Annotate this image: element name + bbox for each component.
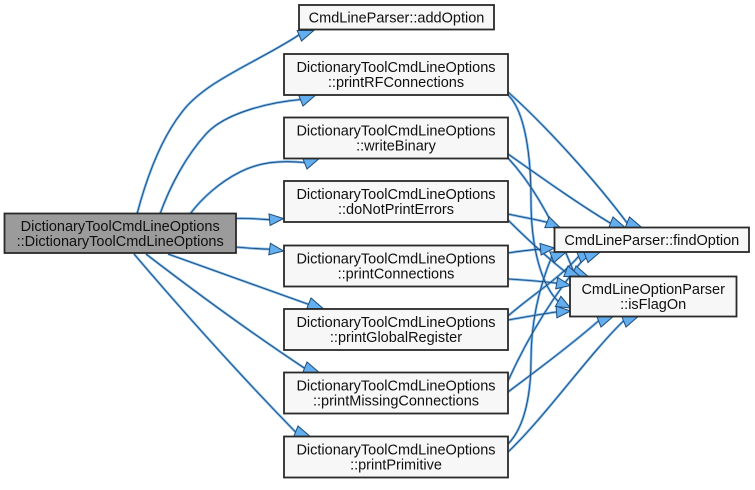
svg-text:DictionaryToolCmdLineOptions: DictionaryToolCmdLineOptions <box>296 315 495 331</box>
svg-text:::printConnections: ::printConnections <box>338 267 455 283</box>
svg-text:DictionaryToolCmdLineOptions: DictionaryToolCmdLineOptions <box>21 219 220 235</box>
svg-text:::doNotPrintErrors: ::doNotPrintErrors <box>338 202 454 218</box>
svg-text:::DictionaryToolCmdLineOptions: ::DictionaryToolCmdLineOptions <box>17 234 224 250</box>
svg-text:::printPrimitive: ::printPrimitive <box>350 458 442 474</box>
svg-text:DictionaryToolCmdLineOptions: DictionaryToolCmdLineOptions <box>296 60 495 76</box>
svg-text:CmdLineParser::findOption: CmdLineParser::findOption <box>564 233 739 249</box>
svg-text:DictionaryToolCmdLineOptions: DictionaryToolCmdLineOptions <box>296 252 495 268</box>
svg-text:CmdLineParser::addOption: CmdLineParser::addOption <box>309 10 485 26</box>
svg-text:::printRFConnections: ::printRFConnections <box>328 75 464 91</box>
svg-text:DictionaryToolCmdLineOptions: DictionaryToolCmdLineOptions <box>296 443 495 459</box>
svg-text:::printGlobalRegister: ::printGlobalRegister <box>330 330 462 346</box>
svg-text:DictionaryToolCmdLineOptions: DictionaryToolCmdLineOptions <box>296 379 495 395</box>
svg-text:DictionaryToolCmdLineOptions: DictionaryToolCmdLineOptions <box>296 187 495 203</box>
svg-text:CmdLineOptionParser: CmdLineOptionParser <box>581 282 725 298</box>
svg-text:::printMissingConnections: ::printMissingConnections <box>313 394 479 410</box>
svg-text:::isFlagOn: ::isFlagOn <box>620 297 686 313</box>
svg-text:DictionaryToolCmdLineOptions: DictionaryToolCmdLineOptions <box>296 124 495 140</box>
svg-text:::writeBinary: ::writeBinary <box>356 139 437 155</box>
